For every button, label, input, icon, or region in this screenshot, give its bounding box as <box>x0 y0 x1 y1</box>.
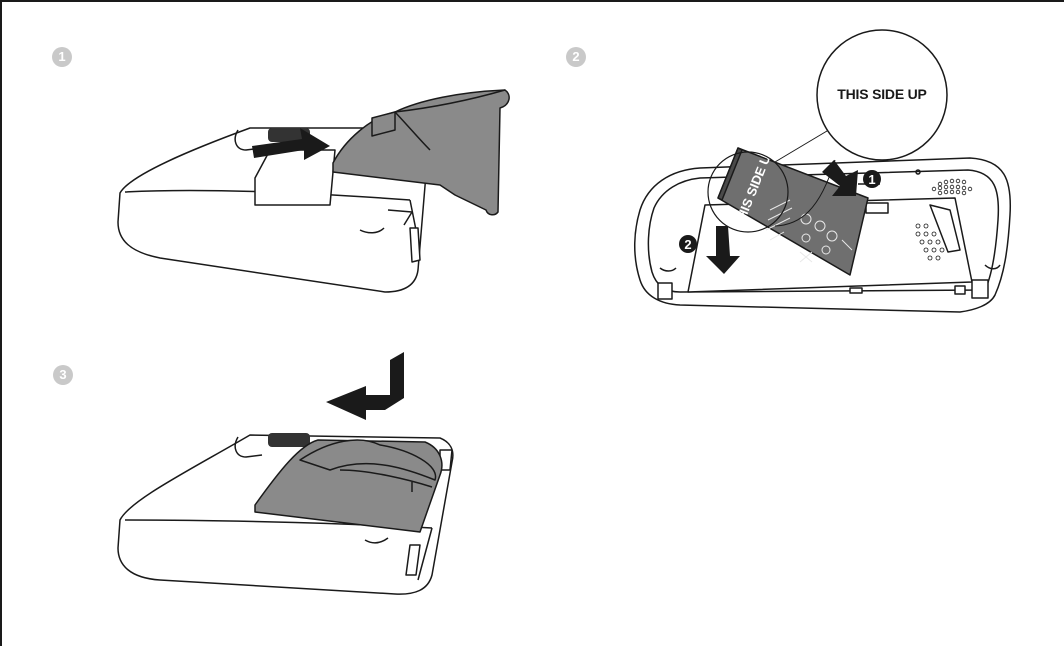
marker-2-text: 2 <box>684 237 691 252</box>
callout-text: THIS SIDE UP <box>822 86 942 102</box>
marker-1-text: 1 <box>868 172 875 187</box>
step-3-speaker-grill <box>268 433 310 447</box>
arrow-down-left-icon <box>326 352 404 420</box>
